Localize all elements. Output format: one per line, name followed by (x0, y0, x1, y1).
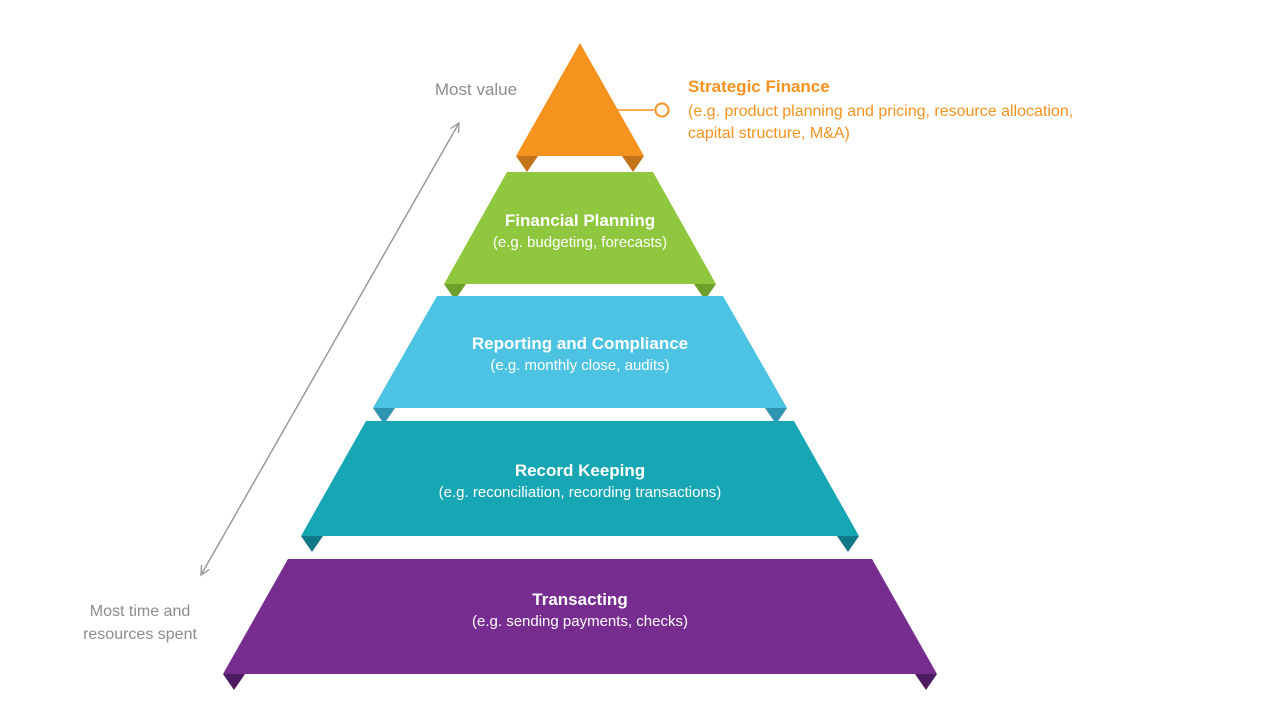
pyramid-level-record-keeping-fold-right (837, 536, 859, 552)
layer-subtitle: (e.g. sending payments, checks) (472, 613, 688, 630)
layer-label-transacting: Transacting (e.g. sending payments, chec… (280, 588, 880, 633)
layer-subtitle: (e.g. budgeting, forecasts) (492, 234, 668, 251)
pyramid-level-strategic-finance-shape (516, 43, 644, 156)
pyramid-level-reporting-compliance-shape (373, 296, 787, 408)
layer-title: Transacting (532, 590, 628, 609)
value-time-arrow (201, 123, 459, 575)
callout-circle (654, 102, 670, 118)
callout-description: (e.g. product planning and pricing, reso… (688, 101, 1158, 145)
layer-subtitle: (e.g. reconciliation, recording transact… (438, 484, 722, 501)
pyramid-level-transacting-shape (223, 559, 937, 674)
pyramid-level-strategic-finance-fold-left (516, 156, 538, 172)
most-value-label: Most value (434, 80, 518, 99)
pyramid-level-reporting-compliance-fold-right (765, 408, 787, 424)
layer-title: Financial Planning (504, 211, 656, 230)
pyramid-level-record-keeping-shape (301, 421, 859, 536)
pyramid-level-financial-planning-shape (444, 172, 716, 284)
pyramid-level-strategic-finance-fold-right (622, 156, 644, 172)
callout-description-line2: capital structure, M&A) (688, 125, 850, 142)
layer-title: Record Keeping (514, 461, 646, 480)
most-time-line1: Most time and (89, 603, 191, 620)
layer-label-financial-planning: Financial Planning (e.g. budgeting, fore… (280, 209, 880, 254)
layer-label-record-keeping: Record Keeping (e.g. reconciliation, rec… (280, 459, 880, 504)
layer-title: Reporting and Compliance (471, 334, 689, 353)
callout-description-line1: (e.g. product planning and pricing, reso… (688, 103, 1074, 120)
most-time-line2: resources spent (83, 626, 197, 643)
pyramid-level-record-keeping-fold-left (301, 536, 323, 552)
pyramid-level-reporting-compliance-fold-left (373, 408, 395, 424)
pyramid-level-transacting-fold-right (915, 674, 937, 690)
layer-subtitle: (e.g. monthly close, audits) (490, 357, 670, 374)
pyramid-level-transacting-fold-left (223, 674, 245, 690)
layer-label-reporting-compliance: Reporting and Compliance (e.g. monthly c… (280, 332, 880, 377)
most-time-label: Most time and resources spent (55, 600, 225, 646)
strategic-finance-callout: Strategic Finance (e.g. product planning… (688, 76, 1158, 145)
pyramid-level-financial-planning-fold-right (694, 284, 716, 300)
pyramid-level-financial-planning-fold-left (444, 284, 466, 300)
callout-title: Strategic Finance (688, 77, 830, 96)
